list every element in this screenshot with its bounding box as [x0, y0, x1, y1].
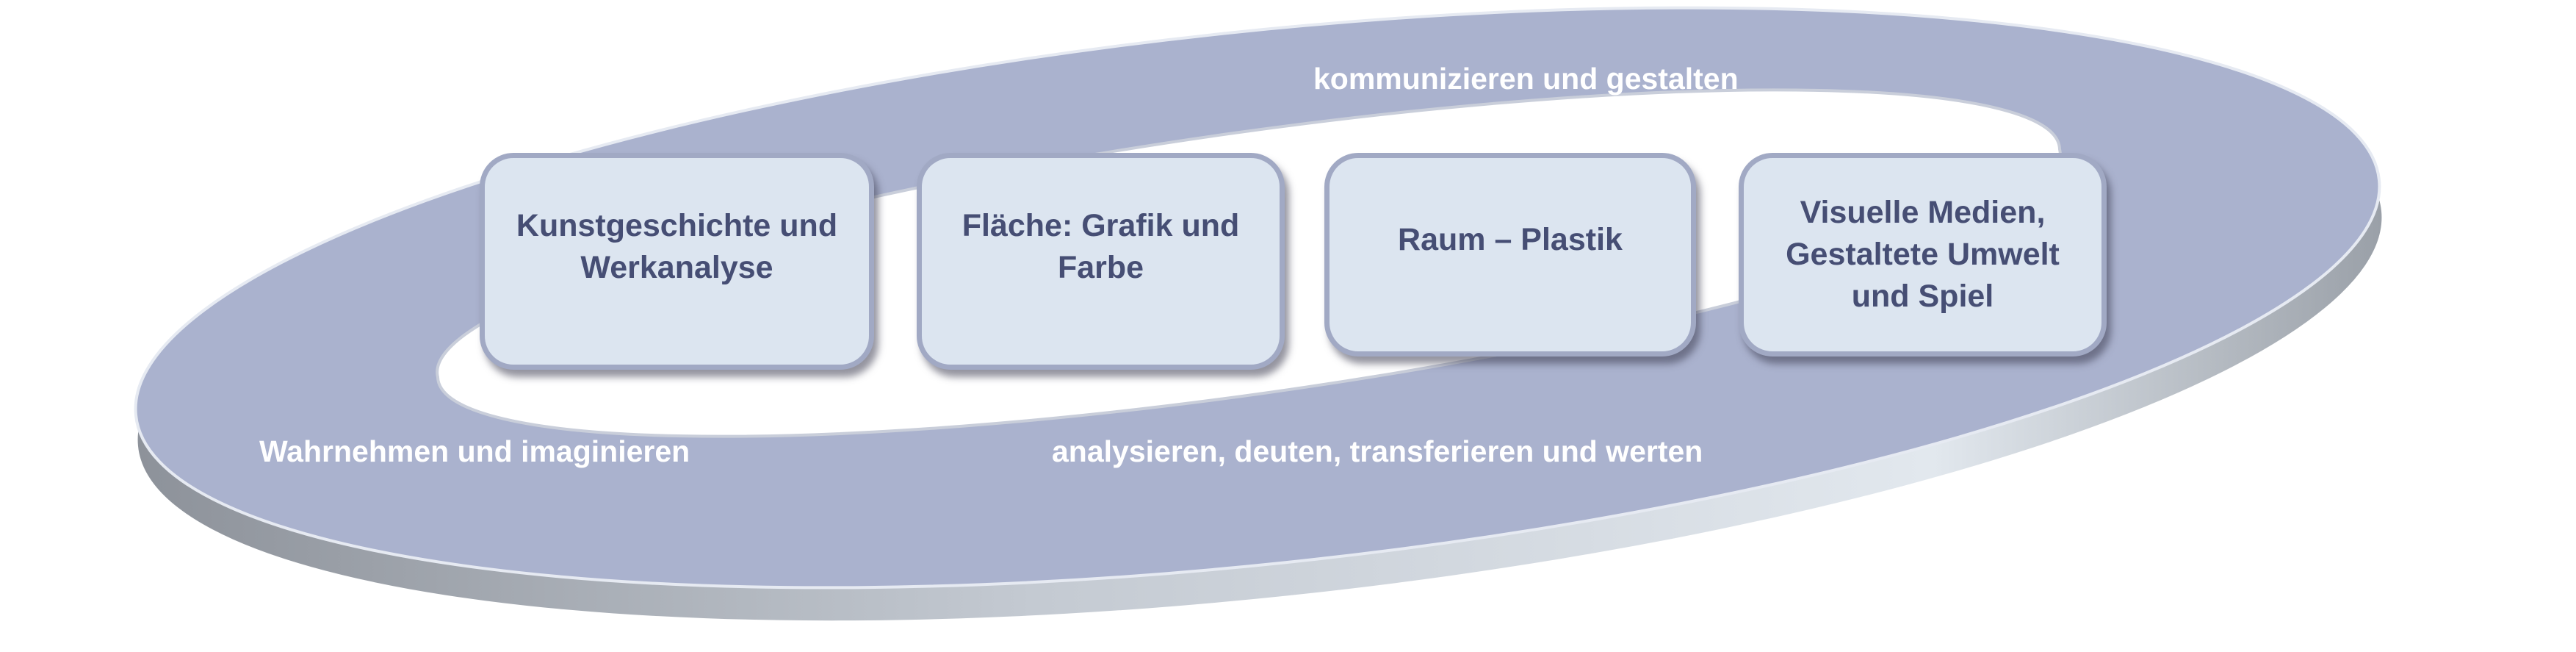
box-label: Visuelle Medien, Gestaltete Umwelt und S…: [1786, 195, 2060, 314]
box-kunstgeschichte: Kunstgeschichte und Werkanalyse: [480, 153, 874, 370]
ring-label-bottom-left: Wahrnehmen und imaginieren: [259, 434, 690, 468]
ring-label-top: kommunizieren und gestalten: [1313, 62, 1739, 96]
ring-label-bottom-right: analysieren, deuten, transferieren und w…: [1052, 434, 1703, 468]
box-visuelle-medien: Visuelle Medien, Gestaltete Umwelt und S…: [1739, 153, 2107, 357]
box-label: Fläche: Grafik und Farbe: [962, 207, 1240, 285]
box-raum: Raum – Plastik: [1324, 153, 1696, 357]
box-flaeche: Fläche: Grafik und Farbe: [917, 153, 1285, 370]
box-label: Raum – Plastik: [1398, 222, 1623, 257]
box-label: Kunstgeschichte und Werkanalyse: [516, 207, 838, 285]
